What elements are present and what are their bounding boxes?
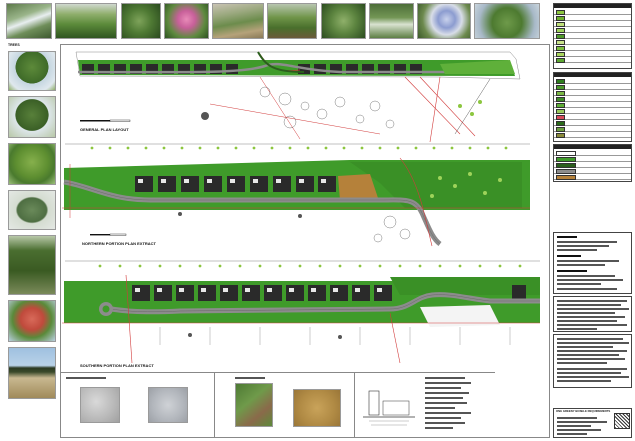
trees-heading: TREES bbox=[8, 43, 20, 47]
detail-panel-surfaces bbox=[60, 372, 215, 438]
notes-panel-1 bbox=[553, 232, 632, 294]
notes-panel-2 bbox=[553, 296, 632, 332]
title-block: ONE GREENY BOSELE REQUIREMENTS bbox=[553, 408, 632, 438]
tree-photo-5 bbox=[8, 235, 56, 295]
tree-photo-3 bbox=[8, 143, 56, 185]
shrub-photo-3 bbox=[121, 3, 161, 39]
shrub-photo-1 bbox=[6, 3, 52, 39]
northern-plan-drawing bbox=[62, 143, 530, 247]
shrub-photo-5 bbox=[212, 3, 264, 39]
shrub-photo-4 bbox=[164, 3, 209, 39]
southern-plan-title: SOUTHERN PORTION PLAN EXTRACT bbox=[80, 363, 154, 368]
general-plan-drawing bbox=[75, 51, 521, 143]
gravel-swatch-photo bbox=[80, 387, 120, 423]
tree-photo-7 bbox=[8, 347, 56, 399]
shrub-photo-7 bbox=[321, 3, 366, 39]
edge-section-drawing bbox=[363, 390, 415, 426]
mulch-swatch-photo bbox=[293, 389, 341, 427]
title-block-heading: ONE GREENY BOSELE REQUIREMENTS bbox=[556, 409, 611, 413]
paving-swatch-photo bbox=[148, 387, 188, 423]
company-logo bbox=[614, 413, 630, 429]
detail-panel-section bbox=[355, 372, 495, 438]
plan-frame bbox=[60, 44, 550, 438]
general-plan-title: GENERAL PLAN LAYOUT bbox=[80, 127, 129, 132]
shrub-photo-6 bbox=[267, 3, 317, 39]
tree-photo-6 bbox=[8, 300, 56, 342]
groundcover-schedule-table bbox=[553, 3, 632, 69]
tree-photo-2 bbox=[8, 96, 56, 138]
tree-photo-1 bbox=[8, 51, 56, 91]
trees-schedule-table bbox=[553, 72, 632, 142]
surface-legend-table bbox=[553, 144, 632, 182]
detail-panel-mulch bbox=[215, 372, 355, 438]
tree-photo-4 bbox=[8, 190, 56, 230]
groundcover-swatch-photo bbox=[235, 383, 273, 427]
northern-plan-title: NORTHERN PORTION PLAN EXTRACT bbox=[82, 241, 156, 246]
shrub-photo-9 bbox=[417, 3, 471, 39]
shrub-photo-10 bbox=[474, 3, 540, 39]
shrub-photo-8 bbox=[369, 3, 414, 39]
shrub-photo-2 bbox=[55, 3, 117, 39]
southern-plan-drawing bbox=[62, 260, 540, 364]
notes-panel-3 bbox=[553, 334, 632, 388]
